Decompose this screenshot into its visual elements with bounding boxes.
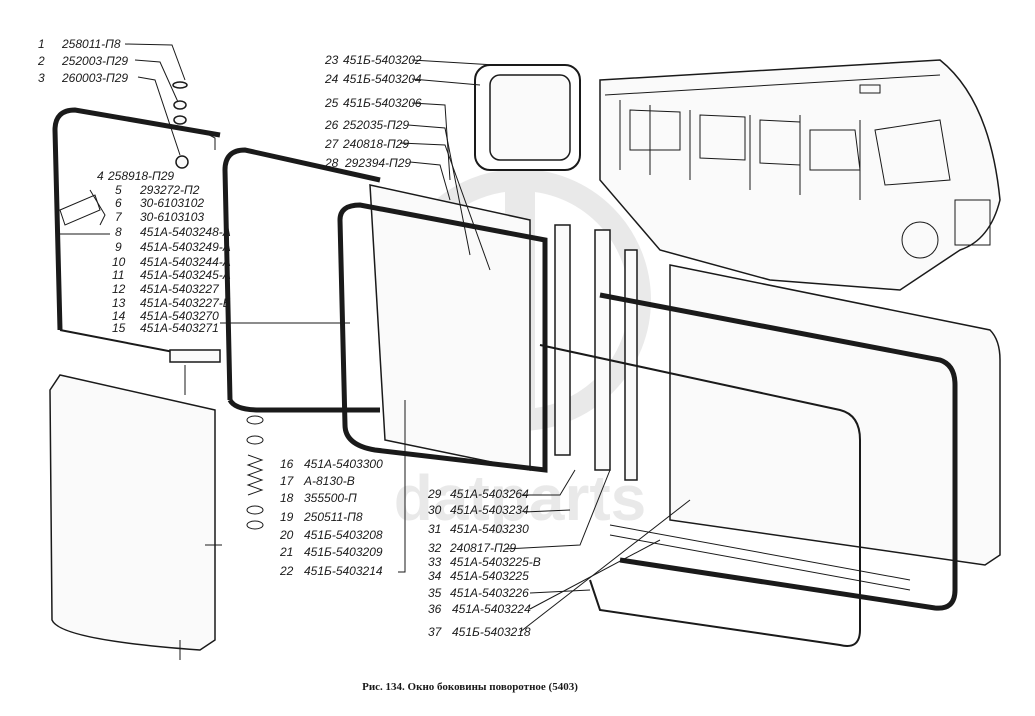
part-number: 12	[112, 282, 126, 296]
part-number: 6	[115, 196, 122, 210]
part-code: 258918-П29	[107, 169, 174, 183]
part-number: 16	[280, 457, 294, 471]
part-code: 240818-П29	[342, 137, 409, 151]
part-number: 21	[279, 545, 293, 559]
part-code: 292394-П29	[344, 156, 411, 170]
part-code: 451А-5403227-Б	[140, 296, 231, 310]
part-code: 451Б-5403209	[304, 545, 383, 559]
part-number: 8	[115, 225, 122, 239]
part-code: 451Б-5403218	[452, 625, 531, 639]
part-code: 451Б-5403204	[343, 72, 422, 86]
part-number: 17	[280, 474, 295, 488]
part-code: 252003-П29	[61, 54, 128, 68]
part-code: 451А-5403226	[450, 586, 529, 600]
part-code: 293272-П2	[139, 183, 200, 197]
part-code: 451А-5403224	[452, 602, 531, 616]
part-number: 24	[324, 72, 339, 86]
part-number: 32	[428, 541, 442, 555]
part-code: 451Б-5403206	[343, 96, 422, 110]
svg-text:datparts: datparts	[394, 462, 647, 534]
part-number: 19	[280, 510, 294, 524]
part-code: 451Б-5403208	[304, 528, 383, 542]
part-number: 11	[112, 268, 124, 282]
part-code: 451А-5403245-А	[140, 268, 231, 282]
leader-lines	[60, 43, 691, 633]
part-number: 4	[97, 169, 104, 183]
part-code: 451А-5403248-А	[140, 225, 231, 239]
part-code: 451А-5403244-А	[140, 255, 231, 269]
part-number: 13	[112, 296, 126, 310]
part-code: 355500-П	[304, 491, 357, 505]
figure-caption: Рис. 134. Окно боковины поворотное (5403…	[362, 681, 578, 693]
part-number: 25	[324, 96, 339, 110]
part-number: 26	[324, 118, 339, 132]
part-number: 34	[428, 569, 442, 583]
part-number: 33	[428, 555, 442, 569]
part-code: 451А-5403230	[450, 522, 529, 536]
part-code: 451А-5403270	[140, 309, 219, 323]
vehicle-drawing	[599, 59, 1001, 291]
part-code: 250511-П8	[303, 510, 363, 524]
part-number: 28	[324, 156, 339, 170]
part-number: 35	[428, 586, 442, 600]
part-number: 7	[115, 210, 123, 224]
small-frame-drawing	[474, 64, 581, 171]
part-code: 252035-П29	[342, 118, 409, 132]
part-number: 9	[115, 240, 122, 254]
part-number: 14	[112, 309, 126, 323]
part-code: 451А-5403234	[450, 503, 529, 517]
part-number: 1	[38, 37, 45, 51]
part-number: 30	[428, 503, 442, 517]
part-number: 36	[428, 602, 442, 616]
part-code: 30-6103102	[140, 196, 204, 210]
part-code: 451А-5403249-А	[140, 240, 231, 254]
part-code: 260003-П29	[61, 71, 128, 85]
part-code: 451А-5403225-В	[450, 555, 541, 569]
part-code: 451Б-5403214	[304, 564, 383, 578]
seal-drawing	[222, 147, 381, 413]
part-number: 18	[280, 491, 294, 505]
large-window-drawing	[539, 264, 1001, 647]
part-number: 15	[112, 321, 126, 335]
part-number: 37	[428, 625, 443, 639]
part-number: 29	[427, 487, 442, 501]
centre-glass-drawing	[337, 184, 638, 481]
part-number: 10	[112, 255, 126, 269]
part-number: 27	[324, 137, 340, 151]
part-code: 240817-П29	[449, 541, 516, 555]
part-code: 451Б-5403202	[343, 53, 422, 67]
part-number: 3	[38, 71, 45, 85]
part-number: 20	[279, 528, 294, 542]
lower-sash-drawing	[49, 365, 264, 660]
part-code: 258011-П8	[61, 37, 121, 51]
part-code: 451А-5403225	[450, 569, 529, 583]
upper-frame-drawing	[52, 81, 221, 363]
part-number: 31	[428, 522, 441, 536]
part-code: 451А-5403271	[140, 321, 219, 335]
part-number: 23	[324, 53, 339, 67]
part-number: 22	[279, 564, 294, 578]
part-code: 451А-5403264	[450, 487, 529, 501]
part-number: 2	[37, 54, 45, 68]
part-number: 5	[115, 183, 122, 197]
part-code: 451А-5403227	[140, 282, 220, 296]
part-code: А-8130-В	[303, 474, 355, 488]
part-code: 30-6103103	[140, 210, 204, 224]
part-code: 451А-5403300	[304, 457, 383, 471]
